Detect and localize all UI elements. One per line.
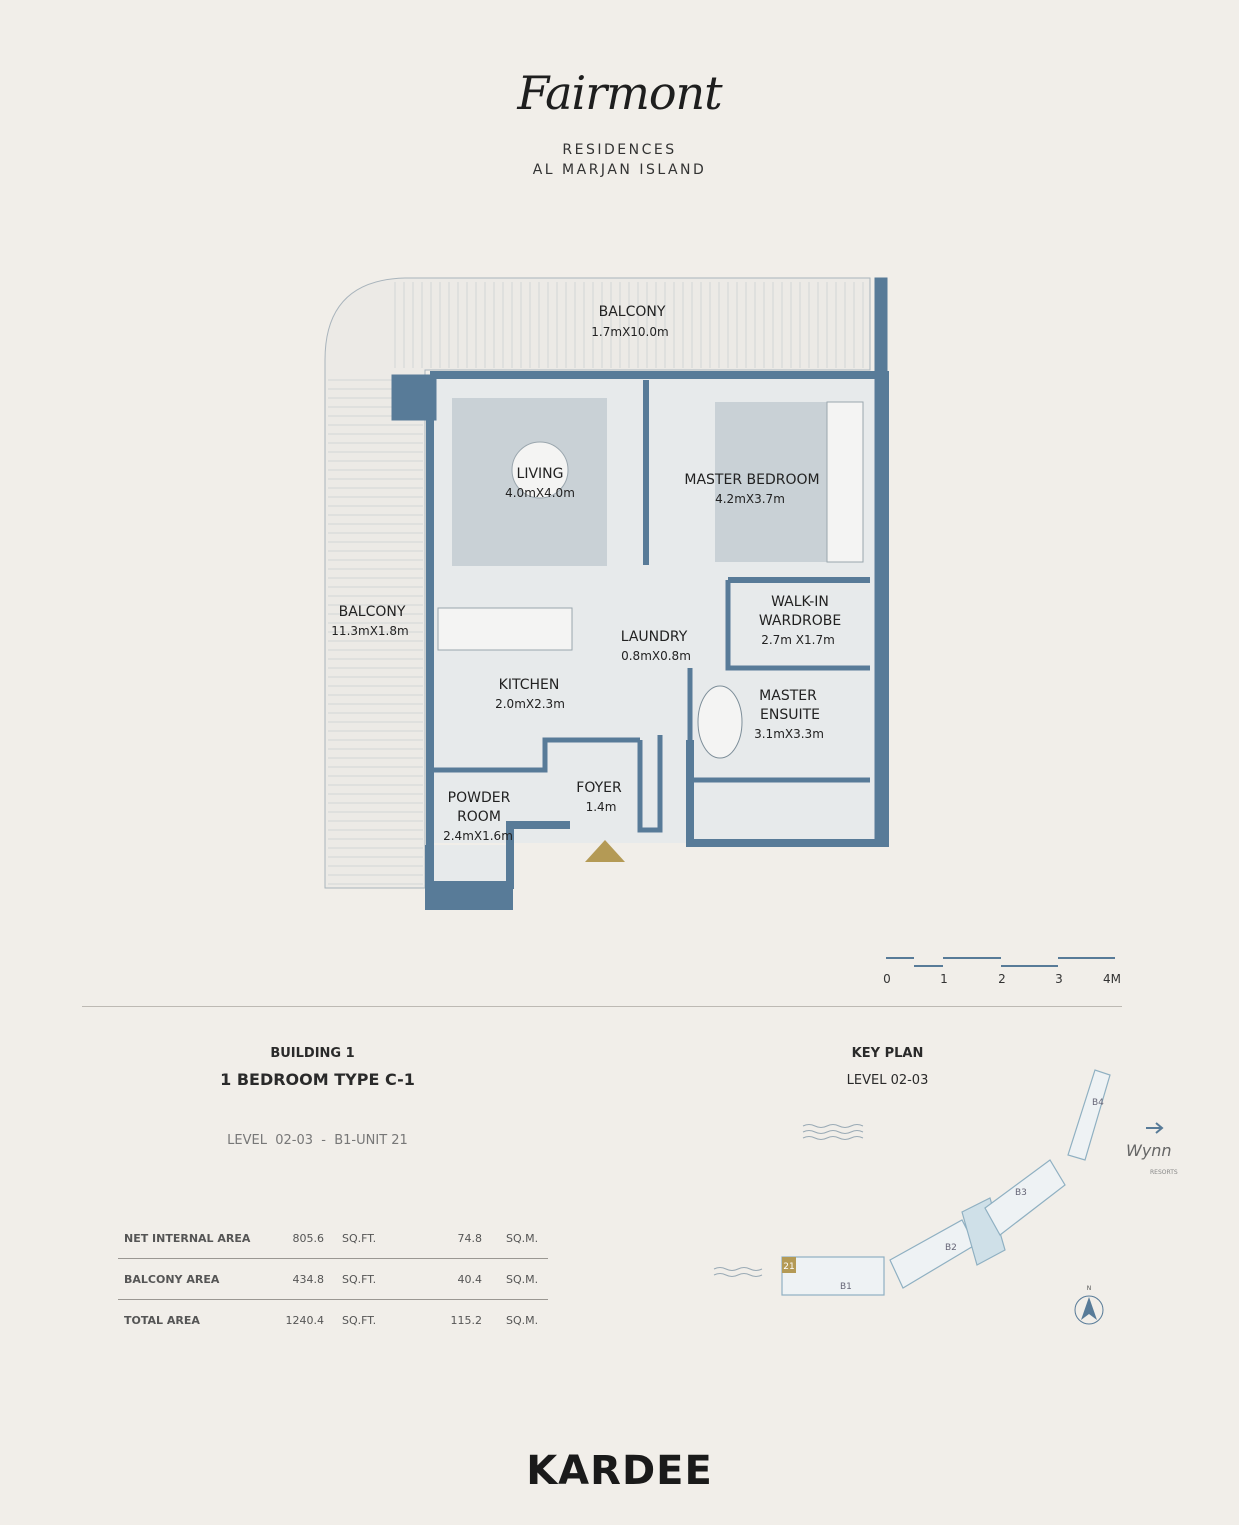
- room-size: 4.2mX3.7m: [715, 492, 785, 506]
- room-size: 1.4m: [586, 800, 617, 814]
- brand-line-location: AL MARJAN ISLAND: [532, 162, 707, 178]
- unit-marker: [782, 1257, 796, 1273]
- key-plan-title: KEY PLAN: [851, 1046, 924, 1061]
- brand-line-residences: RESIDENCES: [562, 142, 677, 158]
- svg-text:B1: B1: [840, 1282, 852, 1292]
- building-label: BUILDING 1: [270, 1046, 355, 1061]
- room-name: LAUNDRY: [621, 629, 688, 645]
- scale-bar: [886, 957, 1115, 967]
- bed: [715, 402, 827, 562]
- level-unit: LEVEL 02-03 - B1-UNIT 21: [227, 1133, 408, 1148]
- svg-text:B2: B2: [945, 1243, 957, 1253]
- north-label: N: [1087, 1285, 1092, 1292]
- room-size: 2.4mX1.6m: [443, 829, 513, 843]
- room-name: MASTER: [759, 688, 817, 704]
- room-size: 4.0mX4.0m: [505, 486, 575, 500]
- key-plan-map: 21 B1 B2 B3 B4 Wynn RESORTS N: [713, 1069, 1178, 1325]
- svg-text:3: 3: [1055, 972, 1063, 986]
- svg-text:B4: B4: [1092, 1098, 1104, 1108]
- room-size: 2.7m X1.7m: [761, 633, 835, 647]
- room-name: MASTER BEDROOM: [684, 472, 819, 488]
- building-labels: B1 B2 B3 B4: [840, 1098, 1104, 1292]
- room-size: 11.3mX1.8m: [331, 624, 408, 638]
- bathtub: [697, 685, 743, 759]
- divider: [82, 1006, 1122, 1007]
- room-name: LIVING: [517, 466, 564, 482]
- room-size: 3.1mX3.3m: [754, 727, 824, 741]
- wynn-logo: Wynn: [1126, 1141, 1172, 1160]
- unit-marker-label: 21: [783, 1262, 794, 1272]
- svg-text:4M: 4M: [1103, 972, 1121, 986]
- room-size: 1.7mX10.0m: [591, 325, 668, 339]
- kitchen-island: [437, 607, 573, 651]
- fairmont-logo: Fairmont: [517, 66, 722, 120]
- entrance-marker-icon: [585, 840, 625, 862]
- key-plan-level: LEVEL 02-03: [846, 1073, 929, 1088]
- scale-labels: 0 1 2 3 4M: [883, 972, 1121, 986]
- unit-type: 1 BEDROOM TYPE C-1: [220, 1070, 415, 1089]
- room-name: FOYER: [576, 780, 622, 796]
- room-name: BALCONY: [339, 604, 406, 620]
- svg-text:2: 2: [998, 972, 1006, 986]
- water-icon: [713, 1124, 864, 1277]
- svg-text:1: 1: [940, 972, 948, 986]
- wynn-subtitle: RESORTS: [1150, 1169, 1178, 1176]
- room-name: POWDER: [448, 790, 511, 806]
- svg-text:0: 0: [883, 972, 891, 986]
- arrow-right-icon: [1146, 1122, 1164, 1134]
- room-name: ENSUITE: [760, 707, 820, 723]
- north-compass-icon: [1074, 1295, 1104, 1325]
- walls: [391, 277, 889, 889]
- room-name: ROOM: [457, 809, 501, 825]
- floor-plan: BALCONY 1.7mX10.0m LIVING 4.0mX4.0m MAST…: [324, 277, 1121, 986]
- svg-text:B3: B3: [1015, 1188, 1027, 1198]
- room-name: WARDROBE: [759, 613, 841, 629]
- balcony-deck: [324, 277, 871, 889]
- room-name: WALK-IN: [771, 594, 829, 610]
- room-size: 2.0mX2.3m: [495, 697, 565, 711]
- kardee-logo: KARDEE: [526, 1448, 713, 1494]
- room-labels: BALCONY 1.7mX10.0m LIVING 4.0mX4.0m MAST…: [331, 304, 841, 843]
- room-name: BALCONY: [599, 304, 666, 320]
- room-size: 0.8mX0.8m: [621, 649, 691, 663]
- buildings: [781, 1069, 1111, 1296]
- room-name: KITCHEN: [499, 677, 560, 693]
